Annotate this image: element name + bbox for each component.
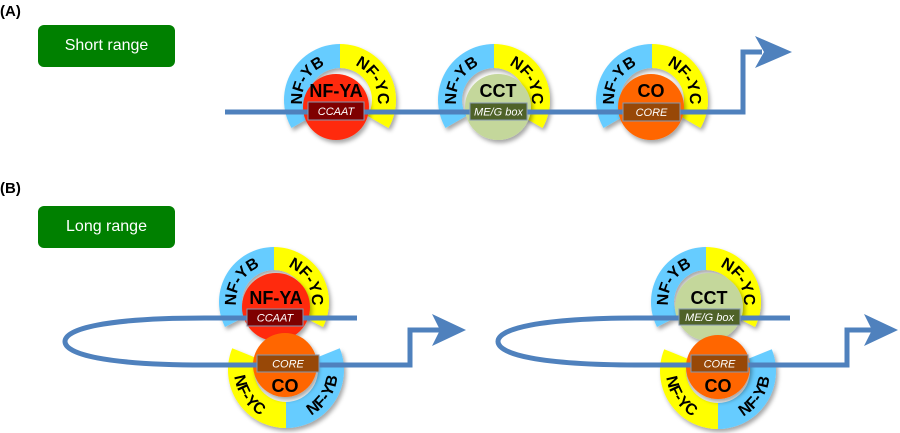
panel-b-label: (B) — [0, 180, 21, 197]
ccaat-box — [307, 101, 365, 121]
core-motif: CORE — [256, 354, 320, 373]
nf-y-dimer-ring — [283, 43, 397, 128]
nf-y-dimer-ring — [218, 247, 330, 327]
nf-yc-subunit-arc — [652, 44, 709, 128]
core-box — [256, 354, 320, 373]
nf-yb-subunit-arc — [595, 44, 652, 128]
nf-y-dimer-ring — [659, 349, 777, 429]
core-label: CORE — [272, 359, 304, 371]
ccaat-motif: CCAAT — [246, 308, 304, 327]
co-label: CO — [272, 376, 299, 396]
nf-ya-label: NF-YA — [249, 288, 302, 308]
core-box — [690, 354, 749, 373]
nf-y-dimer-ring — [227, 348, 345, 428]
panel-a-transcription-arrowhead — [755, 36, 792, 68]
long-range-badge: Long range — [38, 206, 175, 248]
me-g-box-motif: ME/G box — [678, 308, 741, 326]
co-label: CO — [705, 376, 732, 396]
core-label: CORE — [636, 107, 668, 119]
nf-ya-label: NF-YA — [309, 81, 362, 101]
core-box — [622, 102, 681, 122]
core-motif: CORE — [690, 354, 749, 373]
nf-yc-subunit-arc — [659, 349, 718, 429]
nf-y-dimer-ring — [437, 44, 551, 128]
nf-yc-subunit-arc — [340, 44, 397, 128]
me-g-box-box — [469, 102, 528, 121]
nf-yb-subunit-arc — [437, 44, 494, 128]
loop-2-transcription-arrowhead — [864, 314, 898, 346]
loop-2-dna-strand — [495, 315, 872, 368]
nf-yb-subunit-arc — [286, 348, 345, 428]
me-g-box-label: ME/G box — [474, 107, 523, 119]
loop-1-transcription-arrowhead — [432, 314, 466, 346]
ccaat-label: CCAAT — [257, 313, 295, 325]
ccaat-motif: CCAAT — [307, 101, 365, 121]
panel-a-label: (A) — [0, 3, 21, 20]
short-range-badge: Short range — [38, 25, 175, 67]
loop-1-dna-strand — [62, 315, 440, 368]
nf-yb-subunit-arc — [650, 247, 706, 327]
nf-yc-subunit-arc — [227, 348, 286, 428]
nf-yc-subunit-arc — [494, 44, 551, 128]
ccaat-label: CCAAT — [318, 106, 356, 118]
cct-label: CCT — [691, 288, 728, 308]
nf-y-dimer-ring — [595, 44, 709, 128]
nf-yb-subunit-arc — [718, 349, 777, 429]
nf-yc-subunit-arc — [706, 246, 762, 327]
nf-yb-subunit-arc — [218, 247, 274, 327]
core-motif: CORE — [622, 102, 681, 122]
ccaat-box — [246, 308, 304, 327]
me-g-box-motif: ME/G box — [469, 102, 528, 121]
nf-y-dimer-ring — [650, 246, 762, 327]
nf-yc-subunit-arc — [274, 247, 330, 327]
me-g-box-label: ME/G box — [685, 312, 734, 324]
me-g-box-box — [678, 308, 741, 326]
core-label: CORE — [704, 359, 736, 371]
nf-yb-subunit-arc — [283, 43, 340, 128]
co-label: CO — [638, 81, 665, 101]
cct-label: CCT — [480, 81, 517, 101]
